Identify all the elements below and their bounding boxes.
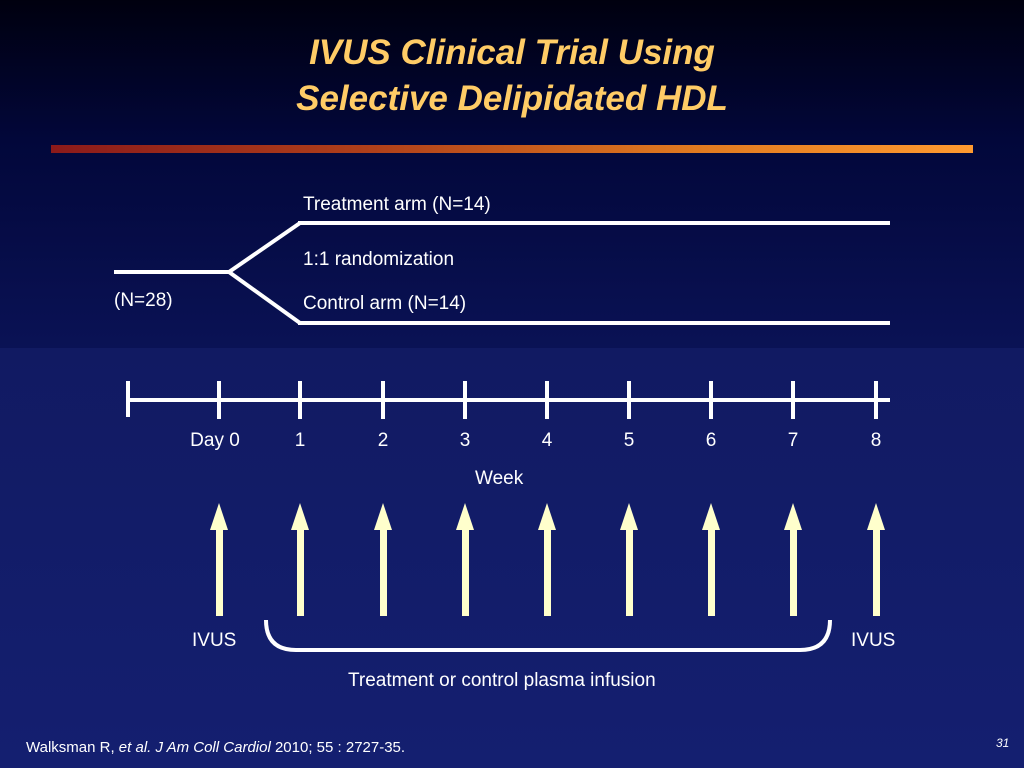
infusion-arrow-7 — [784, 503, 802, 616]
fork-upper-branch — [227, 221, 302, 274]
citation-details: 2010; 55 : 2727-35. — [270, 739, 406, 756]
timeline-tick-label-8: 8 — [870, 430, 882, 451]
timeline-tick-label-7: 7 — [787, 430, 799, 451]
header-band — [0, 0, 1024, 348]
week-axis-label: Week — [475, 468, 524, 489]
randomization-fork — [114, 221, 890, 325]
slide-title: IVUS Clinical Trial Using Selective Deli… — [0, 30, 1024, 122]
infusion-arrow-8 — [867, 503, 885, 616]
infusion-bracket-label: Treatment or control plasma infusion — [348, 670, 656, 691]
citation: Walksman R, et al. J Am Coll Cardiol 201… — [26, 739, 405, 756]
timeline-tick-label-5: 5 — [623, 430, 635, 451]
infusion-arrow-0 — [210, 503, 228, 616]
timeline-tick-label-1: 1 — [294, 430, 306, 451]
ivus-end-label: IVUS — [851, 630, 896, 651]
infusion-arrow-2 — [374, 503, 392, 616]
title-line-1: IVUS Clinical Trial Using — [309, 33, 715, 72]
randomization-ratio-label: 1:1 randomization — [303, 249, 455, 270]
citation-journal: et al. J Am Coll Cardiol — [118, 739, 271, 756]
citation-authors: Walksman R, — [26, 739, 119, 756]
infusion-arrow-4 — [538, 503, 556, 616]
control-arm-label: Control arm (N=14) — [303, 293, 467, 314]
timeline-tick-label-4: 4 — [541, 430, 553, 451]
title-line-2: Selective Delipidated HDL — [296, 79, 728, 118]
title-divider — [51, 145, 973, 153]
timeline-tick-label-2: 2 — [377, 430, 389, 451]
infusion-arrow-5 — [620, 503, 638, 616]
timeline-axis — [126, 381, 890, 417]
infusion-arrows — [210, 503, 885, 616]
total-enrollment-label: (N=28) — [114, 290, 173, 311]
infusion-arrow-1 — [291, 503, 309, 616]
timeline-tick-label-3: 3 — [459, 430, 471, 451]
ivus-start-label: IVUS — [192, 630, 237, 651]
timeline-tick-label-0: Day 0 — [190, 430, 240, 451]
treatment-arm-label: Treatment arm (N=14) — [303, 194, 491, 215]
infusion-arrow-6 — [702, 503, 720, 616]
page-number: 31 — [996, 736, 1010, 750]
infusion-arrow-3 — [456, 503, 474, 616]
timeline-band — [0, 348, 1024, 768]
fork-lower-branch — [227, 270, 302, 325]
infusion-bracket — [264, 619, 832, 652]
timeline-ticks — [217, 381, 878, 419]
timeline-tick-label-6: 6 — [705, 430, 717, 451]
